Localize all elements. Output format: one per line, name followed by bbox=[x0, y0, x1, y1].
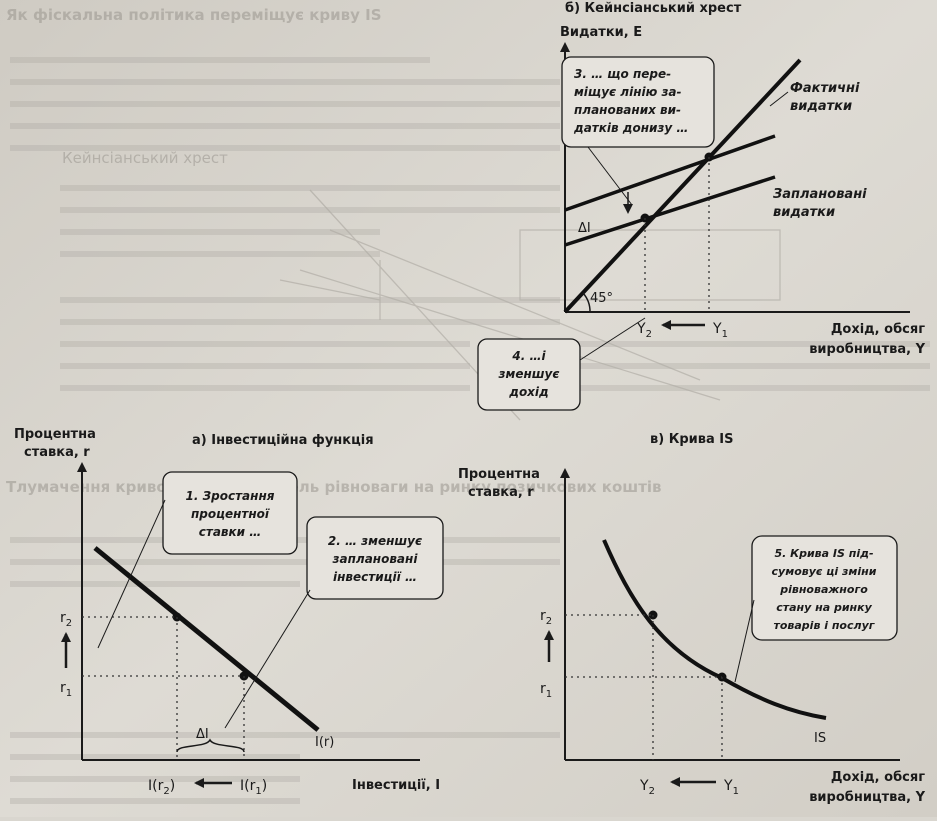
bleed-heading-3: Тлумачення кривої IS через модель рівнов… bbox=[6, 478, 662, 496]
callout-2-line-2: заплановані bbox=[332, 552, 419, 566]
panel-b-y1-label: Y1 bbox=[712, 321, 728, 340]
panel-c-y-axis-label-2: ставка, r bbox=[468, 485, 534, 500]
callout-1-leader bbox=[97, 499, 166, 649]
delta-i-label: ΔI bbox=[578, 221, 591, 236]
panel-c-x-axis-label-1: Дохід, обсяг bbox=[831, 770, 925, 785]
callout-3-box bbox=[561, 56, 715, 148]
callout-3-line-3: планованих ви- bbox=[574, 103, 681, 117]
panel-a-ir1-label: I(r1) bbox=[240, 778, 267, 797]
callout-4-line-3: дохід bbox=[508, 385, 548, 399]
panel-a-delta-label: ΔI bbox=[196, 727, 209, 742]
callout-3-line-2: міщує лінію за- bbox=[574, 85, 682, 99]
panel-investment-function: Процентна ставка, r а) Інвестиційна функ… bbox=[14, 427, 444, 797]
actual-expenditure-label-1: Фактичні bbox=[790, 81, 860, 96]
panel-a-title: а) Інвестиційна функція bbox=[192, 433, 374, 448]
callout-2-line-3: інвестиції … bbox=[333, 570, 417, 584]
callout-4-box bbox=[477, 338, 581, 411]
panel-a-ir2-label: I(r2) bbox=[148, 778, 175, 797]
panel-a-r2-label: r2 bbox=[60, 610, 72, 629]
panel-a-y-axis-label-2: ставка, r bbox=[24, 445, 90, 460]
callout-3-leader bbox=[587, 146, 633, 206]
callout-5-leader bbox=[734, 599, 755, 683]
planned-expenditure-lower bbox=[564, 175, 776, 247]
panel-c-title: в) Крива IS bbox=[650, 432, 733, 447]
callout-4-leader bbox=[579, 317, 646, 361]
is-curve-label: IS bbox=[814, 731, 826, 746]
delta-i-brace bbox=[176, 738, 245, 753]
angle-arc bbox=[582, 292, 591, 313]
callout-1-line-3: ставки … bbox=[199, 525, 262, 539]
callout-2-leader bbox=[224, 589, 311, 729]
line-45-degree bbox=[563, 58, 802, 314]
callout-5-line-3: рівноважного bbox=[779, 583, 868, 596]
panel-c-r2-label: r2 bbox=[540, 608, 552, 627]
callout-3-line-1: 3. … що пере- bbox=[574, 67, 671, 81]
investment-curve-label: I(r) bbox=[315, 735, 334, 750]
callout-1-line-1: 1. Зростання bbox=[186, 489, 275, 503]
panel-b-title: б) Кейнсіанський хрест bbox=[565, 1, 742, 16]
panel-a-r1-label: r1 bbox=[60, 680, 72, 699]
panel-keynesian-cross: б) Кейнсіанський хрест Видатки, E Дохід,… bbox=[477, 1, 926, 411]
bleed-heading-2: Кейнсіанський хрест bbox=[62, 149, 228, 167]
planned-expenditure-label-1: Заплановані bbox=[773, 187, 867, 202]
panel-c-r1-label: r1 bbox=[540, 681, 552, 700]
investment-curve bbox=[93, 546, 320, 732]
panel-b-y2-label: Y2 bbox=[636, 321, 652, 340]
callout-2-line-1: 2. … зменшує bbox=[328, 534, 422, 548]
bleed-heading-1: Як фіскальна політика переміщує криву IS bbox=[6, 6, 382, 24]
callout-1-line-2: процентної bbox=[191, 507, 270, 521]
callout-1-box bbox=[162, 471, 298, 555]
bleed-through-text: Як фіскальна політика переміщує криву IS… bbox=[6, 6, 930, 804]
panel-c-y1-label: Y1 bbox=[723, 778, 739, 797]
planned-expenditure-upper bbox=[564, 134, 776, 212]
panel-is-curve: в) Крива IS Процентна ставка, r IS r2 r1… bbox=[458, 432, 926, 805]
panel-c-y-axis-label-1: Процентна bbox=[458, 467, 540, 482]
callout-5-line-5: товарів і послуг bbox=[773, 619, 875, 632]
actual-leader bbox=[769, 91, 789, 107]
panel-c-y2-label: Y2 bbox=[639, 778, 655, 797]
planned-expenditure-label-2: видатки bbox=[773, 205, 835, 220]
angle-label: 45° bbox=[590, 291, 613, 306]
callout-4-line-2: зменшує bbox=[498, 367, 560, 381]
callout-5-box bbox=[751, 535, 898, 641]
panel-b-x-axis-label-2: виробництва, Y bbox=[809, 342, 925, 357]
panel-a-y-axis-label-1: Процентна bbox=[14, 427, 96, 442]
callout-2-box bbox=[306, 516, 444, 600]
callout-3-line-4: датків донизу … bbox=[573, 121, 688, 135]
is-curve bbox=[602, 539, 827, 720]
panel-a-x-axis-label: Інвестиції, I bbox=[352, 778, 440, 793]
actual-expenditure-label-2: видатки bbox=[790, 99, 852, 114]
callout-4-line-1: 4. …і bbox=[511, 349, 546, 363]
callout-5-line-1: 5. Крива IS під- bbox=[774, 547, 873, 560]
panel-c-x-axis-label-2: виробництва, Y bbox=[809, 790, 925, 805]
panel-b-x-axis-label-1: Дохід, обсяг bbox=[831, 322, 925, 337]
panel-b-y-axis-label: Видатки, E bbox=[560, 25, 642, 40]
callout-5-line-2: сумовує ці зміни bbox=[772, 565, 877, 578]
callout-5-line-4: стану на ринку bbox=[776, 601, 872, 614]
